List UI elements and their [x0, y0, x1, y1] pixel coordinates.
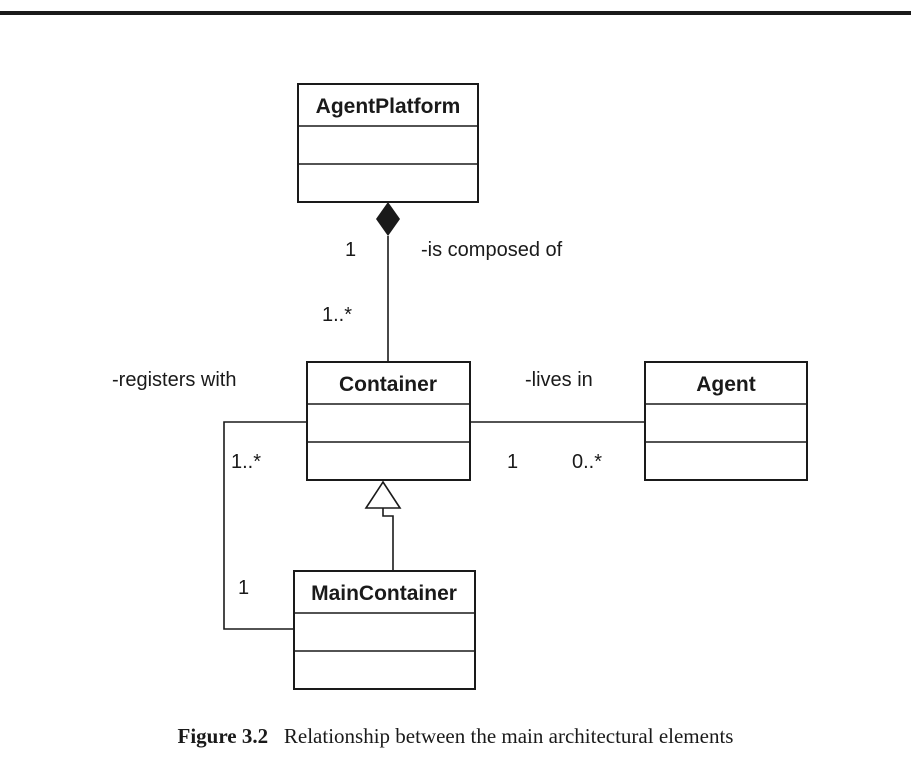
lives-in-label: -lives in: [525, 369, 593, 391]
registers-with-container-multiplicity: 1..*: [231, 451, 261, 473]
registers-with-line: [223, 421, 307, 630]
registers-with-main-multiplicity: 1: [238, 577, 249, 599]
generalization-line: [382, 508, 394, 571]
class-container: Container: [306, 361, 471, 481]
figure-number: Figure 3.2: [177, 724, 269, 748]
class-container-name: Container: [339, 373, 437, 396]
registers-with-label: -registers with: [112, 369, 236, 391]
generalization-arrowhead: [364, 480, 402, 509]
composition-platform-multiplicity: 1: [345, 239, 356, 261]
class-agent-platform: AgentPlatform: [297, 83, 479, 203]
lives-in-container-multiplicity: 1: [507, 451, 518, 473]
composition-label: -is composed of: [421, 239, 563, 261]
top-rule: [0, 11, 911, 15]
class-agent-name: Agent: [696, 373, 756, 396]
figure-caption-text: Relationship between the main architectu…: [283, 724, 734, 748]
class-agent-platform-name: AgentPlatform: [316, 95, 461, 118]
composition-diamond: [376, 202, 400, 236]
composition-container-multiplicity: 1..*: [322, 304, 352, 326]
lives-in-agent-multiplicity: 0..*: [572, 451, 602, 473]
class-main-container: MainContainer: [293, 570, 476, 690]
class-agent: Agent: [644, 361, 808, 481]
figure-caption: Figure 3.2 Relationship between the main…: [0, 724, 911, 749]
class-main-container-name: MainContainer: [311, 582, 457, 605]
